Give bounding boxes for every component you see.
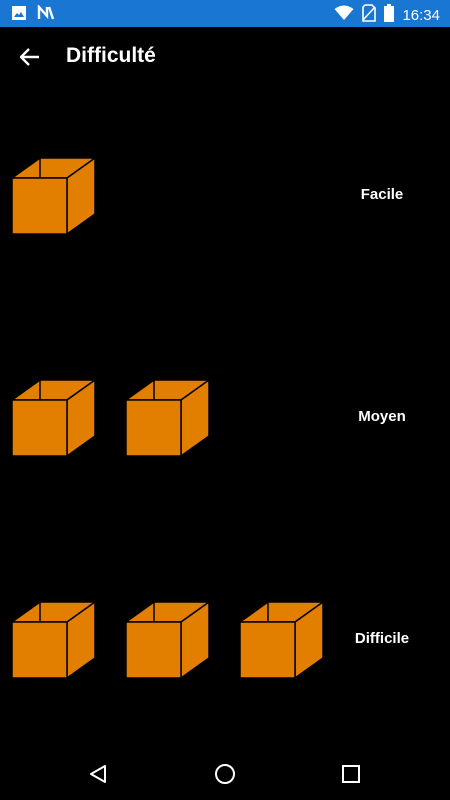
nav-home-button[interactable] [211, 760, 239, 788]
no-sim-icon [362, 4, 377, 26]
box-icon [123, 600, 212, 680]
box-icon [9, 600, 98, 680]
back-triangle-icon [90, 765, 106, 783]
box-icon [123, 378, 212, 458]
app-bar: Difficulté [0, 27, 450, 87]
status-bar: 16:34 [0, 0, 450, 27]
n-logo-icon [37, 3, 55, 25]
battery-icon [384, 4, 395, 26]
box-icon [237, 600, 326, 680]
box-icon [9, 378, 98, 458]
nav-recents-button[interactable] [337, 760, 365, 788]
difficulty-label: Moyen [358, 408, 406, 425]
image-icon [11, 5, 27, 25]
box-icon [9, 156, 98, 236]
arrow-left-icon [19, 48, 39, 66]
difficulty-row-medium[interactable]: Moyen [0, 378, 450, 480]
difficulty-row-hard[interactable]: Difficile [0, 600, 450, 702]
nav-back-button[interactable] [84, 760, 112, 788]
wifi-icon [334, 5, 354, 25]
difficulty-label: Difficile [354, 630, 410, 647]
home-circle-icon [215, 764, 235, 784]
recents-square-icon [342, 765, 360, 783]
difficulty-row-easy[interactable]: Facile [0, 156, 450, 258]
status-time: 16:34 [402, 6, 440, 24]
page-title: Difficulté [66, 44, 156, 67]
back-button[interactable] [14, 41, 46, 73]
navigation-bar [0, 748, 450, 800]
difficulty-label: Facile [360, 186, 404, 203]
